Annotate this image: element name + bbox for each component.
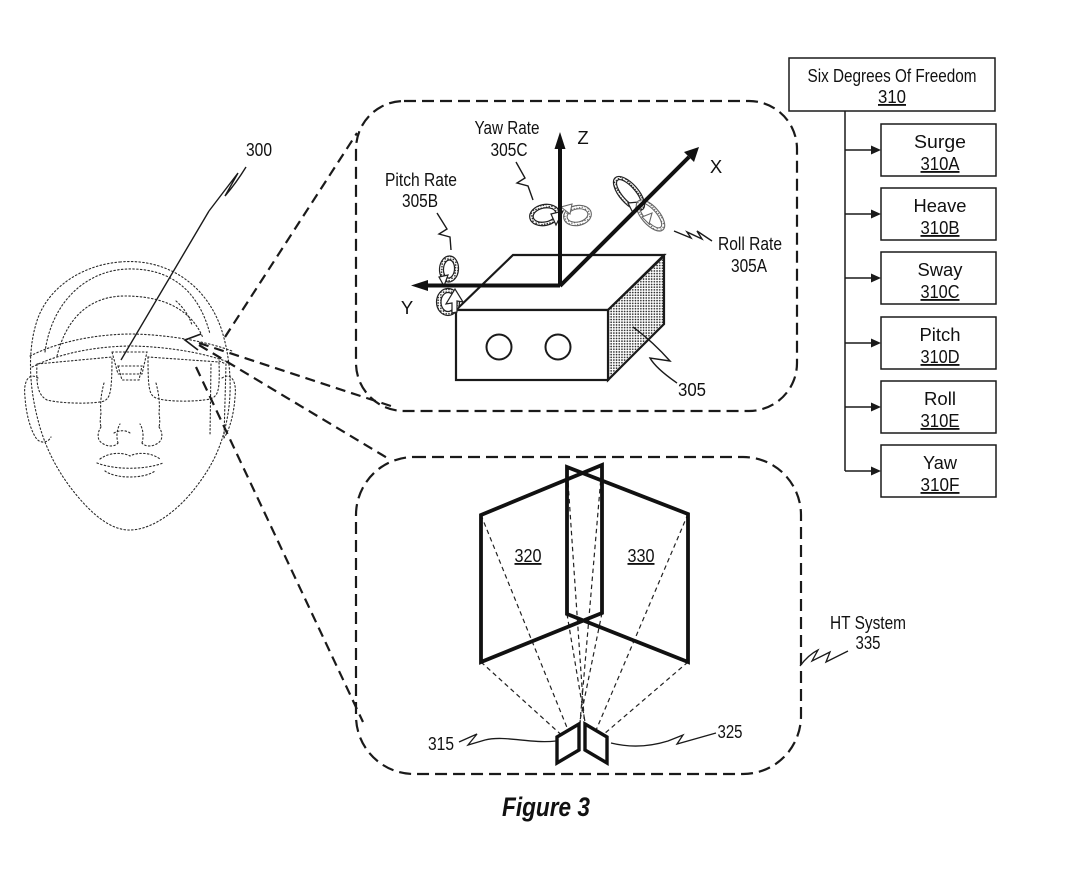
svg-text:310D: 310D [921,346,960,367]
svg-text:305B: 305B [402,190,438,211]
svg-text:300: 300 [246,139,272,160]
svg-text:320: 320 [515,545,542,566]
svg-text:Z: Z [577,127,588,148]
svg-text:Sway: Sway [918,259,964,280]
svg-text:310A: 310A [921,153,961,174]
svg-text:Yaw Rate: Yaw Rate [475,117,540,138]
svg-text:310F: 310F [921,474,960,495]
svg-text:Surge: Surge [914,131,966,152]
svg-text:315: 315 [428,733,454,754]
svg-text:Roll: Roll [924,388,956,409]
svg-text:305: 305 [678,379,706,400]
svg-text:Pitch: Pitch [920,324,961,345]
svg-text:310B: 310B [921,217,960,238]
svg-text:Figure 3: Figure 3 [502,792,590,822]
svg-text:325: 325 [718,721,743,742]
svg-text:305C: 305C [491,139,528,160]
svg-text:310E: 310E [921,410,960,431]
svg-text:330: 330 [628,545,655,566]
svg-text:X: X [710,156,722,177]
svg-text:Y: Y [401,297,413,318]
svg-text:305A: 305A [731,255,768,276]
svg-text:Yaw: Yaw [923,452,958,473]
svg-text:HT System: HT System [830,612,906,633]
svg-text:Roll Rate: Roll Rate [718,233,782,254]
svg-text:335: 335 [856,632,881,653]
svg-text:310: 310 [878,86,906,107]
svg-text:Heave: Heave [914,195,967,216]
svg-text:Pitch Rate: Pitch Rate [385,169,457,190]
svg-text:Six Degrees Of Freedom: Six Degrees Of Freedom [808,65,977,86]
svg-text:310C: 310C [921,281,960,302]
